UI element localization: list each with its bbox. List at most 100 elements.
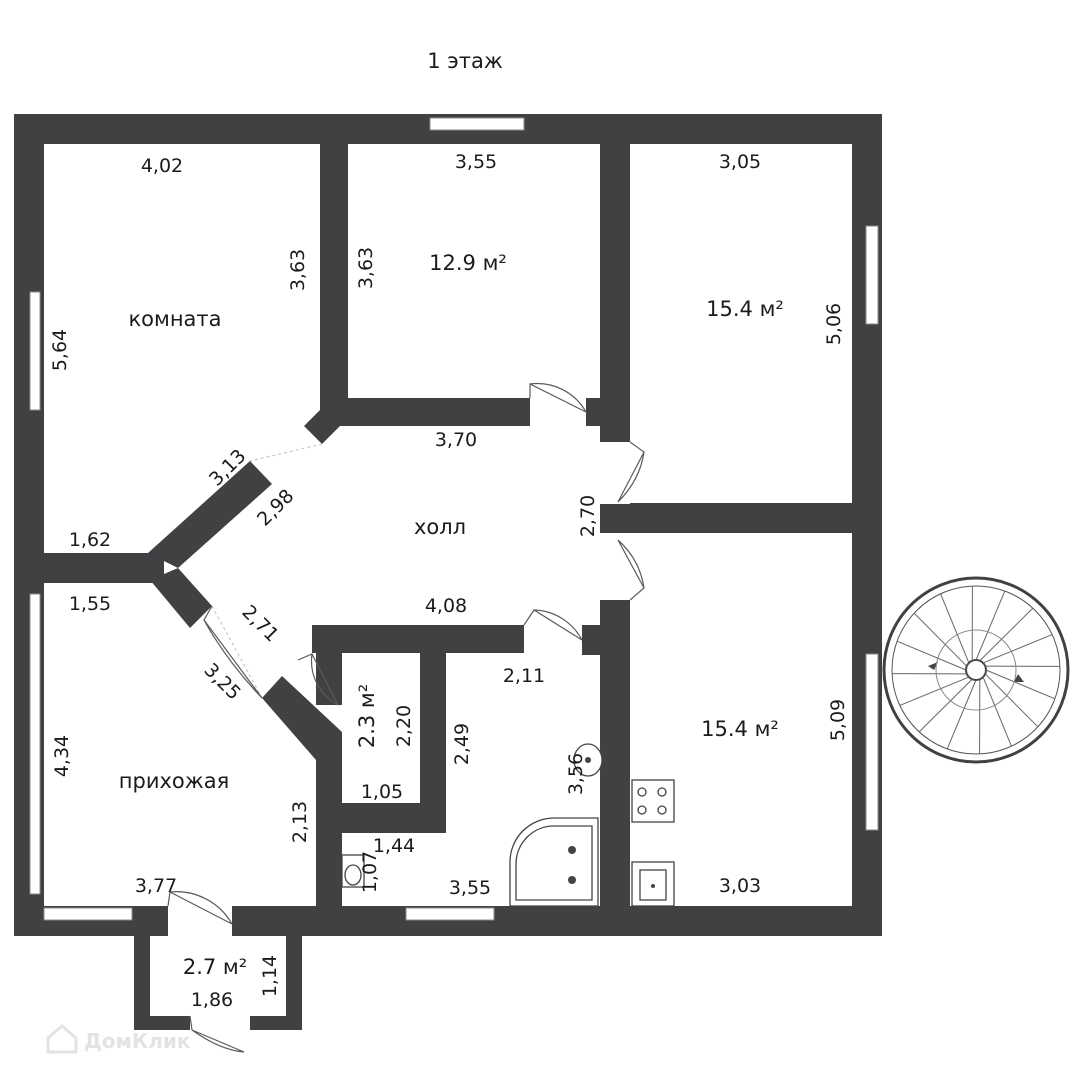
room-name-komnata: комната xyxy=(128,307,221,331)
stair-tread xyxy=(984,673,1039,728)
stair-inner-ring xyxy=(935,629,1017,711)
room-area-top-right: 15.4 м² xyxy=(706,297,784,321)
stair-tread xyxy=(975,590,1006,661)
stair-tread xyxy=(896,640,967,671)
openings xyxy=(168,398,630,1030)
wall-diag-prih xyxy=(262,676,342,760)
door-bath xyxy=(523,609,583,641)
watermark: ДомКлик xyxy=(46,1024,191,1054)
wall-diag-up xyxy=(148,461,272,568)
wall-komnata-bottom xyxy=(14,553,164,583)
floor-title: 1 этаж xyxy=(427,49,503,73)
dim-label: 3,63 xyxy=(355,247,377,289)
stove-icon xyxy=(631,779,675,823)
wall-diag-down xyxy=(150,568,212,628)
wall-topmid-bottom xyxy=(320,398,530,426)
door-vest xyxy=(189,1015,245,1053)
room-area-bottom-right: 15.4 м² xyxy=(701,717,779,741)
room-area-storage: 2.3 м² xyxy=(355,684,379,748)
room-area-top-middle: 12.9 м² xyxy=(429,251,507,275)
wall-komnata-corner xyxy=(304,398,348,444)
dim-label: 2,11 xyxy=(503,665,545,687)
wall-vest-right xyxy=(286,906,302,1030)
door-entry xyxy=(167,891,233,925)
dim-label: 5,09 xyxy=(827,699,849,741)
dim-label: 3,03 xyxy=(719,875,761,897)
window-bottom-mid xyxy=(405,907,495,921)
dim-label: 1,44 xyxy=(373,835,415,857)
door-prih xyxy=(203,605,263,699)
wall-br-left xyxy=(600,600,630,936)
room-name-holl: холл xyxy=(414,515,466,539)
wall-komnata-right xyxy=(320,114,348,406)
dim-label: 1,14 xyxy=(259,955,281,997)
dim-label: 3,56 xyxy=(565,753,587,795)
dim-label: 4,08 xyxy=(425,595,467,617)
dim-label: 1,05 xyxy=(361,781,403,803)
dim-label: 3,55 xyxy=(455,151,497,173)
home-logo-icon xyxy=(46,1024,78,1054)
door-storage xyxy=(297,653,339,706)
doors xyxy=(167,382,645,1053)
stair-tread xyxy=(899,676,970,706)
dim-label: 3,70 xyxy=(435,429,477,451)
stair-tread xyxy=(982,676,1012,747)
room-name-prihozhaya: прихожая xyxy=(119,769,229,793)
dim-label: 2,49 xyxy=(451,723,473,765)
wall-vest-left xyxy=(134,906,150,1030)
wall-vest-bottom-l xyxy=(134,1016,190,1030)
kitchen-sink-icon xyxy=(631,861,675,907)
windows xyxy=(29,117,879,921)
wall-vest-bottom-r xyxy=(250,1016,302,1030)
wall-storage-left xyxy=(316,625,342,705)
dim-label: 2,70 xyxy=(577,495,599,537)
dim-label: 1,55 xyxy=(69,593,111,615)
dim-label: 2,20 xyxy=(393,705,415,747)
window-right-upper xyxy=(865,225,879,325)
door-topmid xyxy=(529,382,587,413)
room-area-vestibule: 2.7 м² xyxy=(183,955,247,979)
dim-label: 3,63 xyxy=(287,249,309,291)
dim-label: 4,02 xyxy=(141,155,183,177)
toilet-icon xyxy=(341,854,365,888)
dim-label: 4,34 xyxy=(51,735,73,777)
stair-tread xyxy=(982,634,1053,664)
stair-tread xyxy=(940,593,970,664)
window-top xyxy=(429,117,525,131)
stair-tread xyxy=(979,607,1034,662)
sink-icon xyxy=(573,743,603,777)
stair-tread xyxy=(918,678,973,733)
dim-label: 1,86 xyxy=(191,989,233,1011)
dim-label: 3,55 xyxy=(449,877,491,899)
shower-icon xyxy=(509,817,599,907)
wall-topmid-right xyxy=(600,114,630,442)
dim-label: 3,05 xyxy=(719,151,761,173)
wall-prih-right xyxy=(316,740,342,936)
dim-label: 2,71 xyxy=(238,601,283,646)
stair-tread xyxy=(985,669,1056,700)
wall-right-partition xyxy=(600,503,882,533)
spiral-staircase-icon xyxy=(882,576,1070,764)
room-labels: комната 12.9 м² 15.4 м² холл 15.4 м² при… xyxy=(119,251,784,979)
wall-storage-bottom xyxy=(316,803,446,833)
window-right-lower xyxy=(865,653,879,831)
dim-label: 1,62 xyxy=(69,529,111,551)
dim-label: 2,13 xyxy=(289,801,311,843)
wall-hall-bottom xyxy=(312,625,524,653)
door-bottomright xyxy=(617,539,645,601)
watermark-text: ДомКлик xyxy=(84,1029,191,1053)
dimension-labels: 4,02 5,64 3,63 1,62 3,13 3,55 3,63 3,05 … xyxy=(49,151,849,1011)
door-topright xyxy=(617,441,645,503)
wall-br-left-stub xyxy=(582,625,630,655)
stair-tread xyxy=(913,612,968,667)
dim-label: 5,64 xyxy=(49,329,71,371)
window-left-upper xyxy=(29,291,41,411)
stair-tread xyxy=(946,679,977,750)
window-bottom-left xyxy=(43,907,133,921)
fixtures xyxy=(341,743,675,907)
window-left-lower xyxy=(29,593,41,895)
dim-label: 5,06 xyxy=(823,303,845,345)
dim-label: 3,77 xyxy=(135,875,177,897)
dim-label: 1,07 xyxy=(359,851,381,893)
